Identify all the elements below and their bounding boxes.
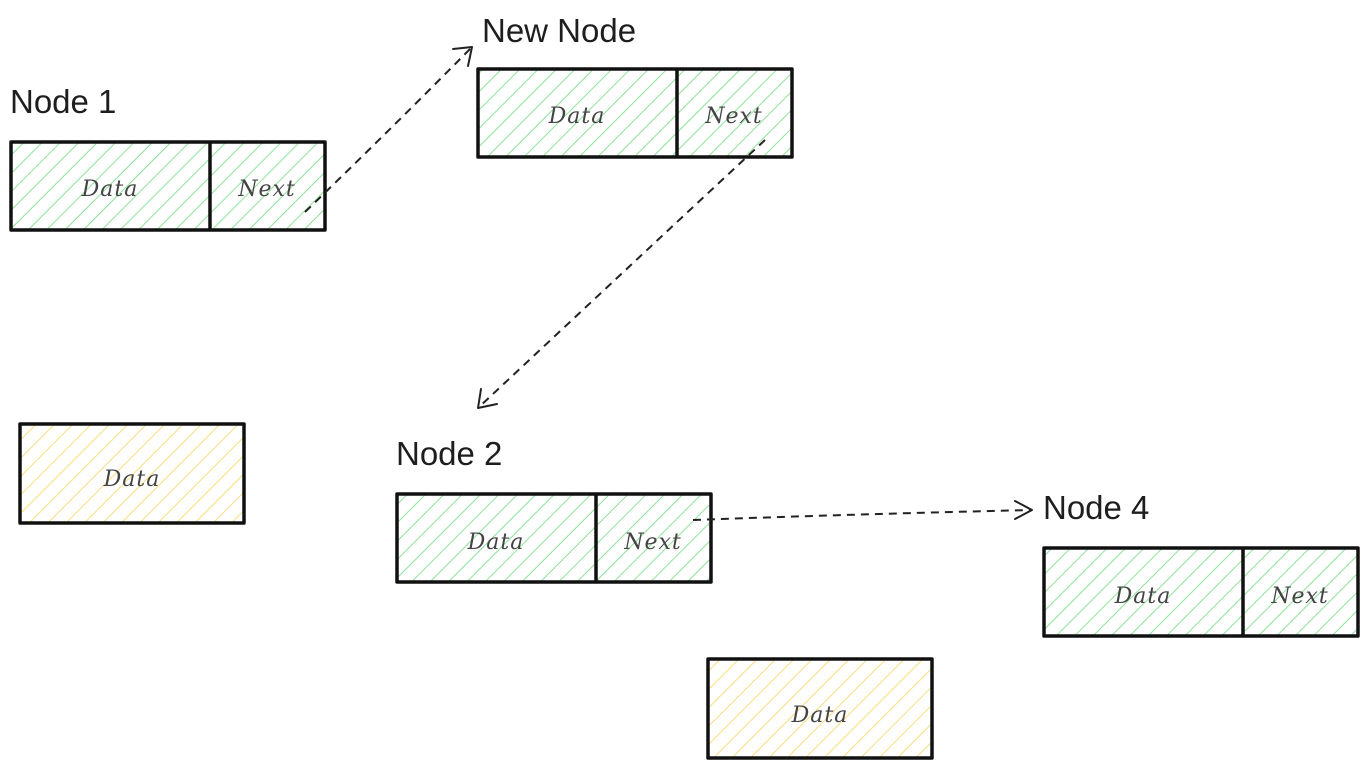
detached-bottom-data-label: Data bbox=[791, 703, 849, 728]
node-2: Node 2 Data Next bbox=[395, 435, 713, 584]
node-2-fill bbox=[397, 494, 711, 582]
new-node-data-label: Data bbox=[548, 104, 606, 129]
node-4: Node 4 Data Next bbox=[1042, 489, 1360, 638]
detached-bottom-fill bbox=[708, 659, 932, 758]
new-node-next-label: Next bbox=[704, 104, 763, 129]
arrow-line-1 bbox=[304, 46, 473, 213]
detached-left-fill bbox=[20, 424, 244, 523]
node-4-title: Node 4 bbox=[1043, 489, 1149, 526]
node-4-border bbox=[1042, 546, 1360, 638]
node-1-border bbox=[9, 140, 327, 232]
arrow-node2-to-node4 bbox=[692, 500, 1033, 521]
node-2-title: Node 2 bbox=[396, 435, 502, 472]
node-2-next-label: Next bbox=[623, 530, 682, 555]
new-node-fill bbox=[478, 69, 792, 157]
arrow-node1-to-new-node bbox=[304, 46, 473, 213]
detached-bottom-border bbox=[706, 657, 934, 760]
node-2-border bbox=[395, 492, 713, 584]
new-node: New Node Data Next bbox=[476, 12, 794, 159]
arrow-line-2 bbox=[477, 139, 766, 409]
arrow-new-node-to-node2 bbox=[477, 139, 766, 409]
arrowhead-1 bbox=[452, 46, 473, 67]
node-4-next-label: Next bbox=[1270, 584, 1329, 609]
node-1-data-label: Data bbox=[81, 177, 139, 202]
node-1-fill bbox=[11, 142, 325, 230]
node-1-next-label: Next bbox=[237, 177, 296, 202]
node-1: Node 1 Data Next bbox=[9, 83, 327, 232]
arrowhead-2 bbox=[477, 388, 498, 409]
arrowhead-3 bbox=[1014, 500, 1033, 520]
node-4-data-label: Data bbox=[1114, 584, 1172, 609]
detached-node-left: Data bbox=[18, 422, 246, 525]
arrow-line-3 bbox=[692, 509, 1033, 521]
node-2-data-label: Data bbox=[467, 530, 525, 555]
detached-left-data-label: Data bbox=[103, 467, 161, 492]
node-1-title: Node 1 bbox=[10, 83, 116, 120]
detached-left-border bbox=[18, 422, 246, 525]
node-4-fill bbox=[1044, 548, 1358, 636]
new-node-title: New Node bbox=[482, 12, 636, 49]
detached-node-bottom: Data bbox=[706, 657, 934, 760]
new-node-border bbox=[476, 67, 794, 159]
